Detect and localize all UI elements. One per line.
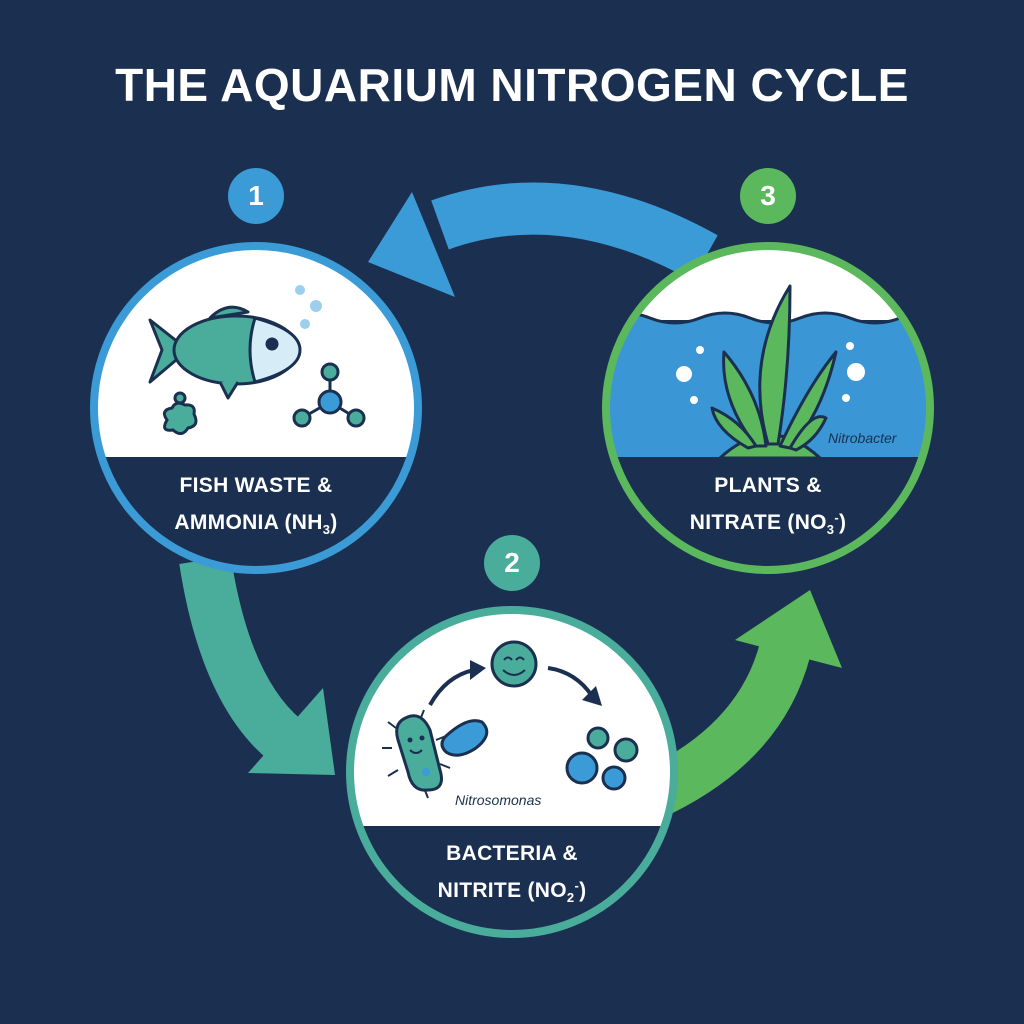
arrow-1-to-2	[179, 555, 335, 775]
water-bubbles-icon	[676, 342, 865, 404]
badge-1	[228, 168, 284, 224]
arrow-3-to-1	[368, 182, 718, 297]
badge-3	[740, 168, 796, 224]
stage-1-label: FISH WASTE & AMMONIA (NH3)	[136, 470, 376, 546]
ammonia-molecule-icon	[292, 362, 366, 428]
fish-icon	[148, 305, 302, 400]
badge-2	[484, 535, 540, 591]
process-arrow-icon	[428, 660, 602, 706]
page-title: THE AQUARIUM NITROGEN CYCLE	[115, 59, 909, 111]
stage-3-label-line2: NITRATE (NO3-)	[689, 510, 847, 537]
waste-drop-icon	[162, 391, 198, 435]
particles-icon	[565, 726, 639, 791]
stage-1-label-line2: AMMONIA (NH3)	[174, 511, 338, 537]
bacterium-icon	[382, 709, 451, 799]
arrow-2-to-3	[638, 590, 842, 819]
badge-3-number: 3	[760, 180, 776, 211]
aquatic-plant-icon	[710, 284, 838, 460]
smiling-bacterium-icon	[490, 640, 538, 688]
stage-2-label-line1: BACTERIA &	[446, 842, 578, 865]
nitrobacter-label: Nitrobacter	[828, 430, 897, 446]
stage-3-label: PLANTS & NITRATE (NO3-)	[648, 470, 888, 546]
badge-2-number: 2	[504, 547, 520, 578]
bubbles-icon	[295, 285, 322, 329]
stage-1-label-line1: FISH WASTE &	[179, 474, 333, 497]
badge-1-number: 1	[248, 180, 264, 211]
bean-bacterium-icon	[440, 719, 489, 757]
stage-3-label-line1: PLANTS &	[714, 474, 822, 497]
nitrosomonas-label: Nitrosomonas	[455, 792, 542, 808]
stage-2-label: BACTERIA & NITRITE (NO2-)	[392, 838, 632, 914]
stage-2-label-line2: NITRITE (NO2-)	[437, 878, 587, 905]
